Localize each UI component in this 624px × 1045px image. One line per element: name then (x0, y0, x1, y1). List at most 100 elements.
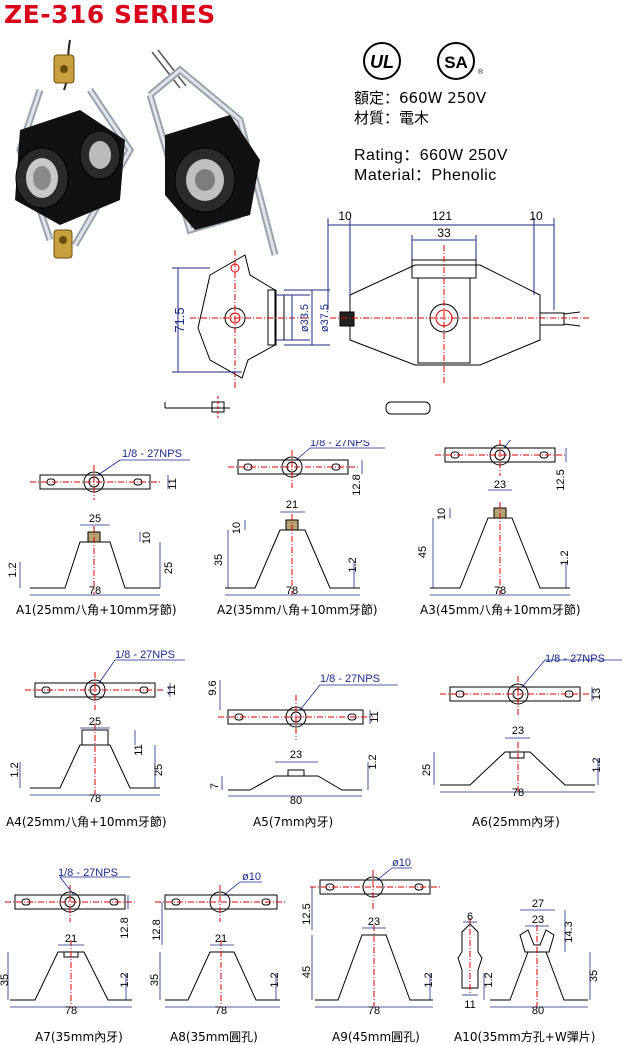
caption-a2: A2(35mm八角+10mm牙節) (217, 603, 378, 617)
svg-text:45: 45 (417, 546, 429, 558)
caption-a3: A3(45mm八角+10mm牙節) (420, 603, 581, 617)
variant-drawings: .bk { stroke:#000; fill:none; stroke-wid… (0, 440, 622, 1017)
bottom-views (164, 396, 431, 418)
svg-text:1.2: 1.2 (269, 972, 281, 987)
product-photo (15, 39, 279, 259)
main-technical-drawing: 71.5 ø33.5 ø37.5 10 121 10 33 (164, 209, 590, 418)
svg-text:78: 78 (368, 1005, 380, 1017)
svg-text:ø10: ø10 (392, 857, 411, 869)
svg-text:121: 121 (432, 209, 452, 223)
svg-text:78: 78 (494, 585, 506, 597)
svg-text:11: 11 (464, 999, 475, 1011)
rating-en: Rating：660W 250V (354, 147, 508, 164)
svg-text:1.2: 1.2 (559, 550, 571, 565)
svg-text:1/8 - 27NPS: 1/8 - 27NPS (320, 673, 380, 685)
variant-a8: ø10 12.8 21 35 1.2 78 (149, 871, 287, 1017)
svg-text:®: ® (478, 68, 484, 76)
svg-text:12.8: 12.8 (119, 917, 131, 938)
svg-text:1/8 - 27NPS: 1/8 - 27NPS (122, 448, 182, 460)
svg-text:UL: UL (370, 52, 394, 72)
svg-text:ø10: ø10 (242, 871, 261, 883)
caption-a5: A5(7mm內牙) (253, 815, 334, 829)
svg-text:33: 33 (437, 226, 451, 240)
svg-text:12.5: 12.5 (301, 903, 313, 924)
svg-text:35: 35 (0, 974, 11, 986)
svg-text:1.2: 1.2 (9, 762, 21, 777)
svg-text:21: 21 (286, 499, 298, 511)
variant-a7: 1/8 - 27NPS 12.8 21 35 1.2 78 (0, 867, 135, 1017)
svg-text:25: 25 (89, 513, 101, 525)
svg-text:25: 25 (421, 764, 433, 776)
svg-text:13: 13 (591, 688, 603, 700)
variant-a4: 1/8 - 27NPS 11 25 11 25 1.2 78 (9, 649, 185, 805)
svg-text:7: 7 (209, 783, 221, 789)
dim-diameters (276, 289, 330, 346)
svg-text:1.2: 1.2 (7, 562, 19, 577)
dim-width (327, 218, 555, 310)
svg-text:1.2: 1.2 (423, 972, 435, 987)
svg-text:78: 78 (89, 793, 101, 805)
svg-text:35: 35 (588, 970, 600, 982)
svg-text:35: 35 (213, 554, 225, 566)
svg-text:78: 78 (65, 1005, 77, 1017)
svg-text:11: 11 (369, 711, 381, 722)
svg-text:23: 23 (532, 914, 544, 926)
svg-text:1/8 - 27NPS: 1/8 - 27NPS (545, 653, 605, 665)
svg-text:1.2: 1.2 (119, 972, 131, 987)
svg-text:10: 10 (529, 209, 543, 223)
variant-a5: 1/8 - 27NPS 9.6 11 23 7 1.2 80 (207, 673, 398, 807)
svg-text:SA: SA (444, 53, 468, 72)
svg-text:78: 78 (512, 787, 524, 799)
caption-a6: A6(25mm內牙) (472, 815, 560, 829)
caption-a4: A4(25mm八角+10mm牙節) (6, 815, 167, 829)
svg-text:25: 25 (163, 562, 175, 574)
svg-text:25: 25 (153, 764, 165, 776)
page-title: ZE-316 SERIES (4, 0, 216, 29)
svg-text:6: 6 (467, 911, 473, 923)
svg-text:25: 25 (89, 716, 101, 728)
svg-text:ø33.5: ø33.5 (299, 304, 311, 332)
svg-text:10: 10 (141, 532, 153, 544)
rating-cn: 額定：660W 250V (354, 89, 487, 107)
svg-text:1.2: 1.2 (367, 754, 379, 769)
svg-text:9.6: 9.6 (207, 680, 219, 695)
svg-text:23: 23 (368, 916, 380, 928)
caption-a10: A10(35mm方孔+W彈片) (454, 1030, 596, 1044)
svg-text:14.3: 14.3 (563, 921, 575, 942)
material-en: Material：Phenolic (354, 167, 497, 184)
variant-a1: 1/8 - 27NPS 11 25 10 25 1.2 78 (7, 448, 190, 597)
variant-a10: 6 11 27 23 14.3 35 1.2 80 (457, 898, 600, 1017)
caption-a8: A8(35mm圓孔) (170, 1030, 258, 1044)
socket-photo-left (15, 39, 135, 259)
svg-text:1/8 - 27NPS: 1/8 - 27NPS (115, 649, 175, 661)
variant-a3: 1/8 - 27NPS 12.5 23 10 45 1.2 78 (417, 440, 571, 597)
caption-a7: A7(35mm內牙) (35, 1030, 123, 1044)
caption-a1: A1(25mm八角+10mm牙節) (16, 603, 177, 617)
svg-text:78: 78 (286, 585, 298, 597)
front-view (330, 245, 590, 385)
svg-text:10: 10 (338, 209, 352, 223)
svg-text:35: 35 (149, 974, 161, 986)
svg-text:80: 80 (532, 1005, 544, 1017)
svg-text:10: 10 (436, 508, 448, 520)
svg-text:1.2: 1.2 (483, 972, 495, 987)
svg-text:71.5: 71.5 (172, 307, 187, 332)
svg-text:1.2: 1.2 (347, 557, 359, 572)
csa-logo: SA ® (437, 42, 484, 80)
dim-height (172, 267, 242, 373)
svg-text:1.2: 1.2 (591, 757, 603, 772)
svg-text:80: 80 (290, 795, 302, 807)
svg-text:12.8: 12.8 (151, 919, 163, 940)
svg-text:78: 78 (89, 585, 101, 597)
svg-text:21: 21 (65, 933, 77, 945)
svg-text:23: 23 (494, 479, 506, 491)
variant-a9: ø10 12.5 23 45 1.2 78 (301, 857, 440, 1017)
socket-photo-right (146, 49, 279, 256)
svg-text:ø37.5: ø37.5 (319, 304, 331, 332)
svg-text:11: 11 (166, 684, 178, 695)
svg-text:23: 23 (290, 749, 302, 761)
svg-text:21: 21 (215, 933, 227, 945)
svg-text:11: 11 (133, 744, 145, 755)
caption-a9: A9(45mm圓孔) (332, 1030, 420, 1044)
ul-logo: UL (363, 42, 401, 80)
